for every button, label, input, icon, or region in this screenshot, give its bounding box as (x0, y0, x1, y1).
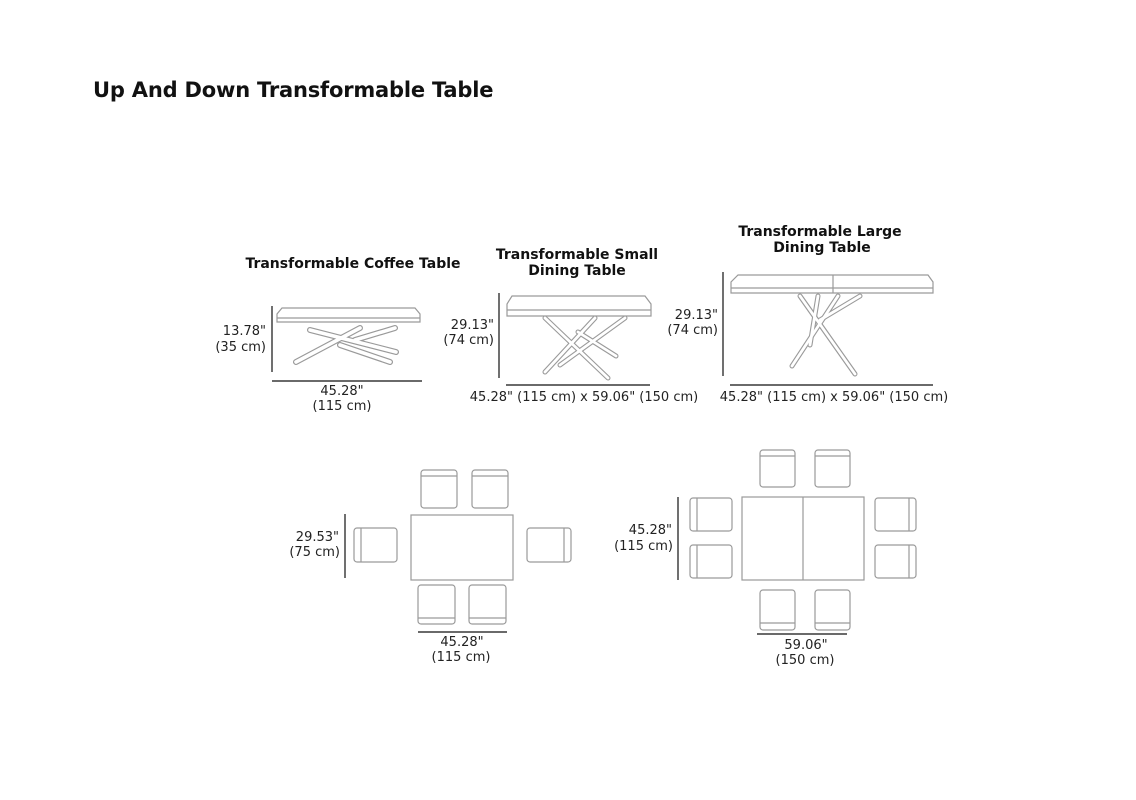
small-table-elevation (506, 295, 652, 381)
plan-small-depth-in: 29.53" (295, 530, 339, 545)
chair (814, 589, 851, 631)
coffee-height-cm: (35 cm) (215, 340, 266, 355)
chair (420, 469, 458, 509)
plan-small-width-in: 45.28" (440, 635, 484, 650)
small-table-heading-2: Dining Table (528, 263, 626, 279)
large-table-heading-2: Dining Table (773, 240, 871, 256)
plan-large-width-in: 59.06" (784, 638, 828, 653)
coffee-table-elevation (276, 307, 421, 365)
plan-large-width-cm: (150 cm) (775, 653, 835, 668)
chair (471, 469, 509, 509)
chair (759, 449, 796, 488)
coffee-width-in: 45.28" (320, 384, 364, 399)
plan-large-depth-in: 45.28" (628, 523, 672, 538)
coffee-table-heading: Transformable Coffee Table (245, 256, 461, 272)
small-table-heading-1: Transformable Small (495, 247, 659, 263)
chair (417, 584, 456, 625)
plan-large-depth-cm: (115 cm) (614, 539, 673, 554)
coffee-width-cm: (115 cm) (312, 399, 372, 414)
large-table-plan (689, 449, 917, 631)
large-height-in: 29.13" (674, 308, 718, 323)
small-height-cm: (74 cm) (443, 333, 494, 348)
small-height-in: 29.13" (450, 318, 494, 333)
page-title: Up And Down Transformable Table (93, 78, 494, 102)
small-table-plan (353, 469, 572, 625)
dimension-lines (271, 272, 933, 635)
large-height-cm: (74 cm) (667, 323, 718, 338)
chair (814, 449, 851, 488)
plan-small-width-cm: (115 cm) (431, 650, 491, 665)
small-size: 45.28" (115 cm) x 59.06" (150 cm) (469, 390, 699, 405)
plan-table-top (410, 514, 514, 581)
chair (689, 544, 733, 579)
large-table-elevation (730, 274, 934, 377)
chair (526, 527, 572, 563)
coffee-height-in: 13.78" (222, 324, 266, 339)
chair (874, 544, 917, 579)
large-table-heading-1: Transformable Large (738, 224, 902, 240)
large-size: 45.28" (115 cm) x 59.06" (150 cm) (719, 390, 949, 405)
chair (468, 584, 507, 625)
chair (874, 497, 917, 532)
chair (759, 589, 796, 631)
chair (689, 497, 733, 532)
plan-small-depth-cm: (75 cm) (289, 545, 340, 560)
chair (353, 527, 398, 563)
